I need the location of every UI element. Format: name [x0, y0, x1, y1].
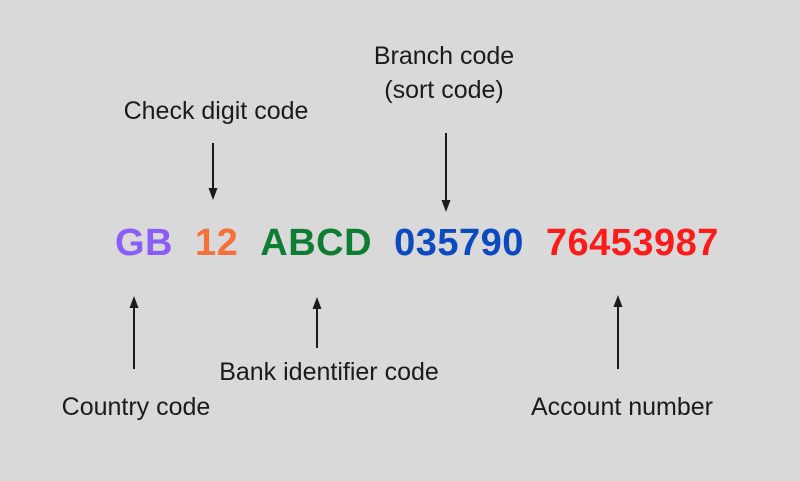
branch-code-label-line2: (sort code) — [384, 75, 504, 104]
country-code-up-arrow-icon — [129, 296, 139, 369]
account-number-up-arrow-icon — [613, 295, 623, 369]
iban-account-number: 76453987 — [545, 222, 719, 264]
branch-code-label: Branch code (sort code) — [344, 40, 544, 107]
branch-code-down-arrow-icon — [441, 133, 451, 212]
iban-bank-identifier: ABCD — [260, 222, 373, 264]
bank-identifier-up-arrow-icon — [312, 297, 322, 348]
check-digit-label: Check digit code — [123, 97, 309, 125]
iban-country-code: GB — [115, 222, 173, 264]
check-digit-down-arrow-icon — [208, 143, 218, 200]
iban-check-digit: 12 — [195, 222, 239, 264]
branch-code-label-line1: Branch code — [373, 42, 515, 70]
account-number-label: Account number — [530, 393, 714, 421]
iban-branch-code: 035790 — [394, 222, 524, 264]
bank-identifier-label: Bank identifier code — [219, 358, 439, 386]
iban-row: GB 12 ABCD 035790 76453987 — [115, 224, 719, 262]
country-code-label: Country code — [61, 393, 211, 421]
